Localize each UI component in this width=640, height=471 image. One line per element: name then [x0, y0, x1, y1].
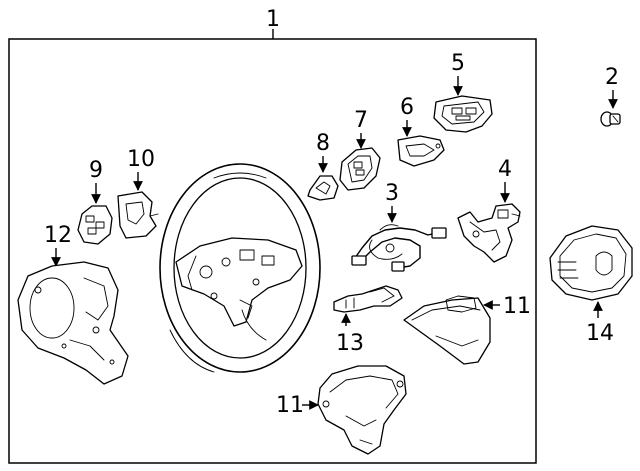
left-switch-part	[339, 147, 381, 191]
callout-2-label: 2	[605, 65, 619, 90]
wiring-harness-part	[351, 224, 447, 272]
callout-12-label: 12	[44, 223, 72, 248]
callout-1-label: 1	[266, 7, 280, 32]
switch-bracket-part	[457, 203, 521, 263]
callout-10-label: 10	[127, 147, 155, 172]
switch-module-part	[77, 205, 113, 245]
callout-13-label: 13	[336, 331, 364, 356]
lower-cover-part	[403, 295, 491, 365]
callout-5-label: 5	[451, 51, 465, 76]
connector-clip-part	[333, 285, 403, 313]
callout-6-label: 6	[400, 95, 414, 120]
callout-8-label: 8	[316, 131, 330, 156]
switch-bracket-left-part	[117, 191, 159, 239]
switch-cover-part	[397, 135, 445, 167]
callout-14-label: 14	[586, 321, 614, 346]
airbag-module-part	[549, 225, 633, 301]
callout-7-label: 7	[354, 108, 368, 133]
small-switch-part	[307, 175, 339, 201]
callout-3-label: 3	[385, 181, 399, 206]
callout-11-lower-label: 11	[276, 393, 304, 418]
callout-11-upper-label: 11	[503, 294, 531, 319]
screw-part	[600, 111, 621, 127]
callout-4-label: 4	[498, 157, 512, 182]
rear-cover-part	[317, 365, 407, 455]
steering-wheel-part	[159, 163, 321, 373]
callout-9-label: 9	[89, 158, 103, 183]
back-trim-cover-part	[17, 261, 129, 385]
right-switch-part	[433, 95, 493, 133]
